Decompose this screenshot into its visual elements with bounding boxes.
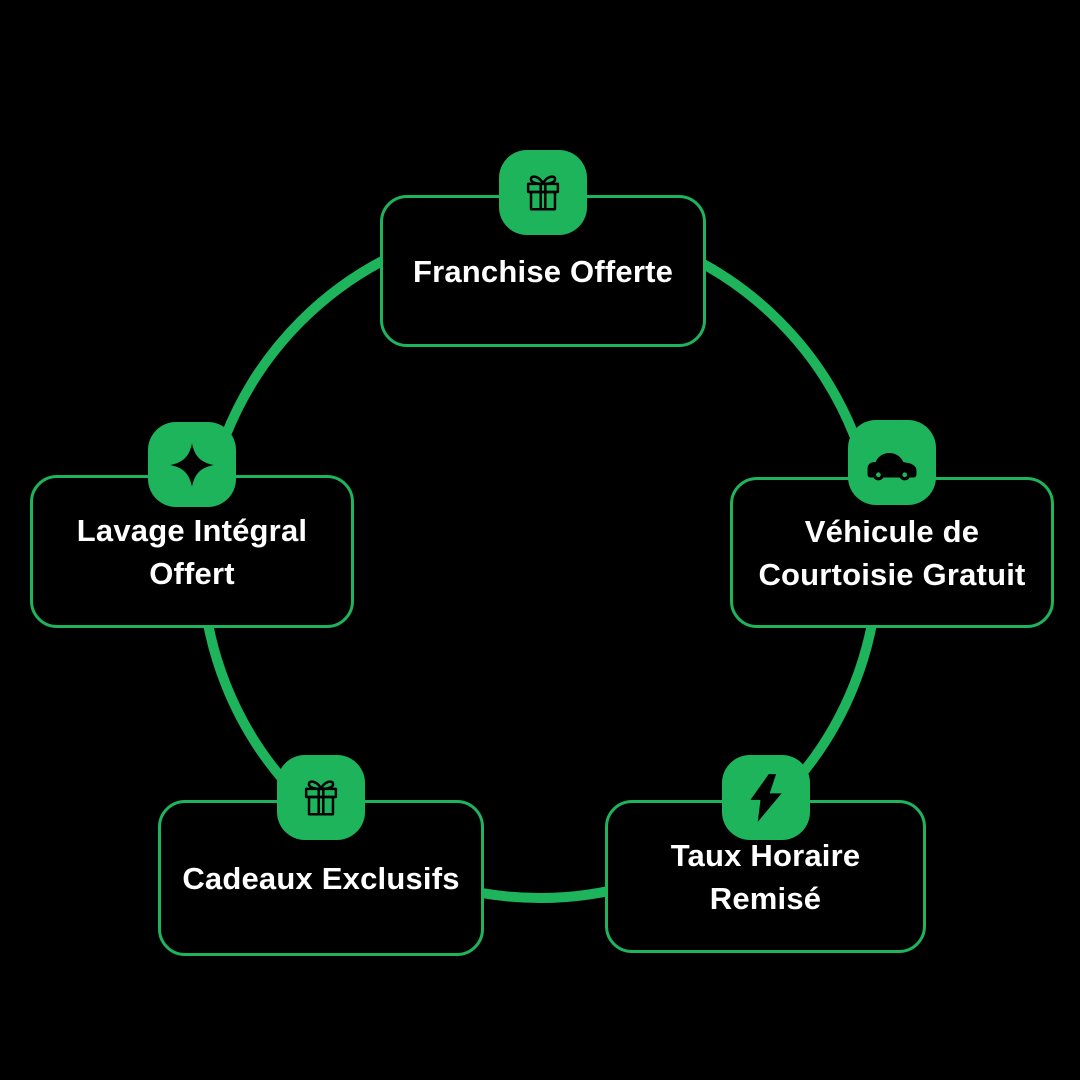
- node-franchise-offerte: Franchise Offerte: [380, 150, 706, 347]
- node-label-line: Véhicule de: [804, 513, 980, 549]
- node-label-line: Courtoisie Gratuit: [758, 556, 1026, 592]
- node-label-line: Cadeaux Exclusifs: [182, 860, 460, 896]
- lightning-icon: [721, 755, 810, 840]
- node-vehicule-de-courtoisie: Véhicule de Courtoisie Gratuit: [730, 420, 1054, 628]
- node-label: Véhicule de Courtoisie Gratuit: [750, 510, 1033, 596]
- gift-icon: [499, 150, 587, 235]
- node-cadeaux-exclusifs: Cadeaux Exclusifs: [158, 755, 484, 956]
- car-icon: [848, 420, 936, 505]
- car-icon-svg: [867, 452, 917, 480]
- node-label: Taux Horaire Remisé: [608, 834, 923, 920]
- sparkle-icon-svg: [170, 442, 214, 487]
- gift-icon-svg: [526, 174, 560, 211]
- node-label-line: Taux Horaire Remisé: [670, 837, 861, 916]
- sparkle-icon: [148, 422, 236, 507]
- gift-icon-svg: [304, 779, 338, 816]
- lightning-icon-svg: [749, 773, 782, 822]
- node-label-line: Lavage Intégral: [76, 512, 308, 548]
- node-label-line: Franchise Offerte: [412, 253, 674, 289]
- node-label: Franchise Offerte: [405, 250, 681, 293]
- node-label: Cadeaux Exclusifs: [174, 857, 467, 900]
- node-label-line: Offert: [149, 555, 235, 591]
- node-label: Lavage Intégral Offert: [69, 509, 315, 595]
- node-taux-horaire-remise: Taux Horaire Remisé: [605, 755, 926, 953]
- gift-icon: [277, 755, 365, 840]
- node-lavage-integral-offert: Lavage Intégral Offert: [30, 422, 354, 628]
